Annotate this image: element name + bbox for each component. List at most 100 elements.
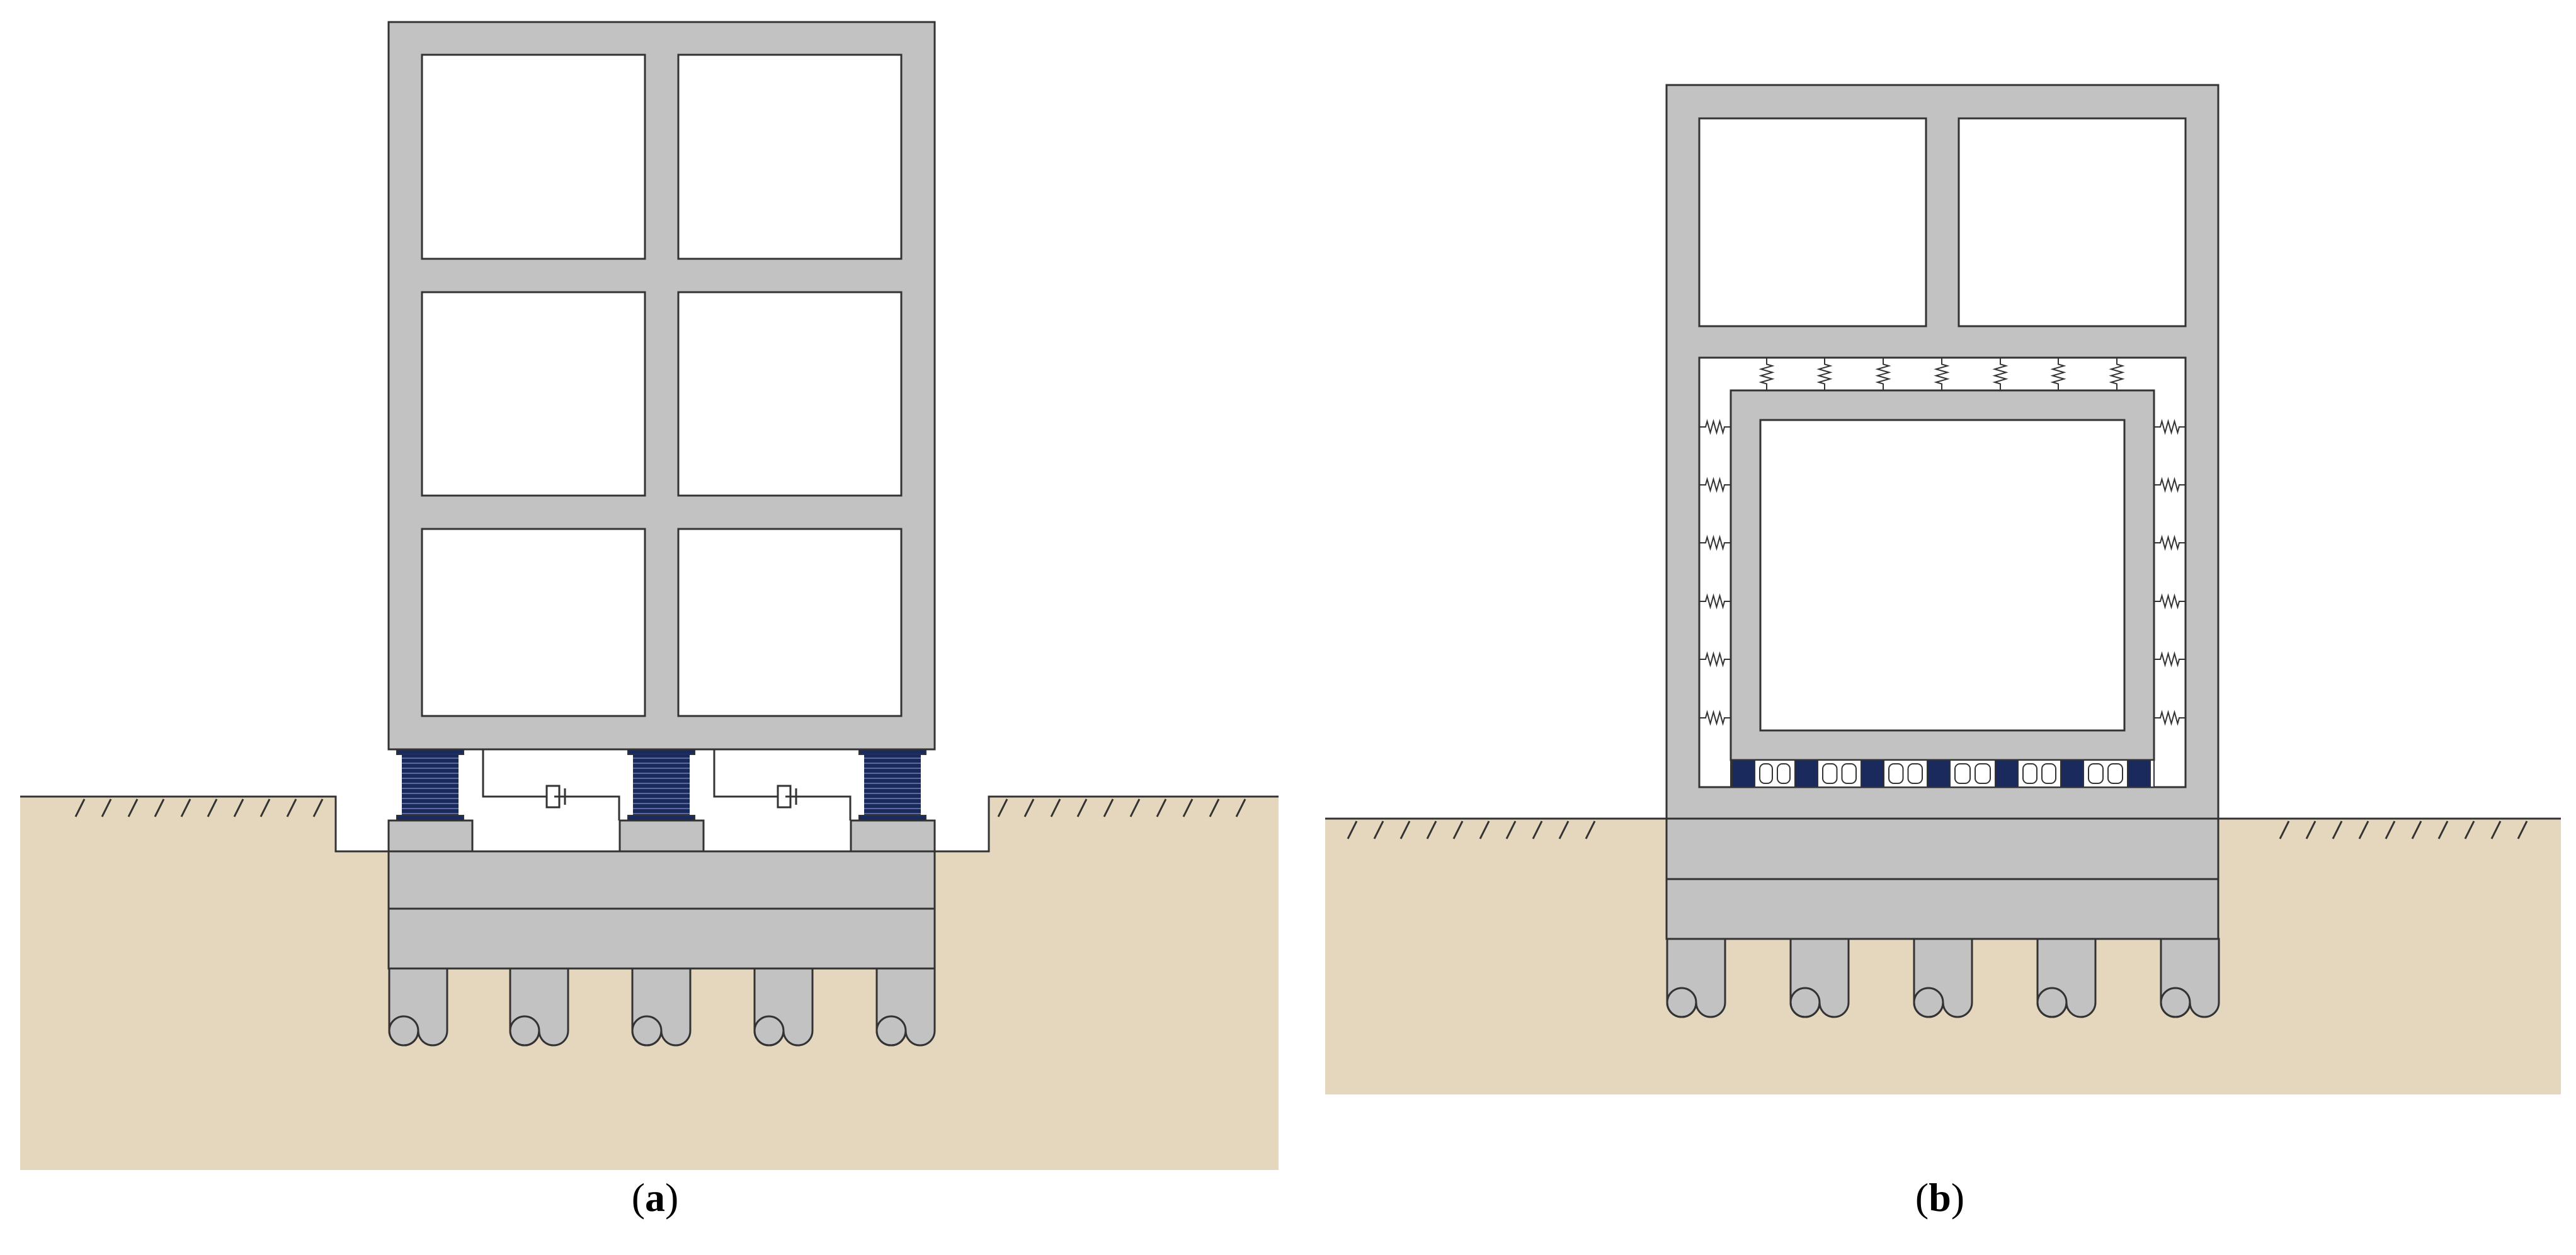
caption-panel-a: (a): [592, 1178, 718, 1218]
isolation-pad: [1794, 759, 1818, 788]
spring: [1816, 358, 1833, 390]
ground-hatch-mark: [233, 798, 244, 817]
pedestal-right-a: [850, 819, 936, 853]
spring: [1699, 419, 1731, 435]
ground-hatch-mark: [2411, 821, 2422, 839]
spring: [2154, 593, 2186, 610]
pile-tip: [509, 1015, 540, 1047]
ground-hatch-mark: [1479, 821, 1490, 839]
ground-hatch-mark: [1129, 798, 1141, 817]
pile-tip: [2160, 987, 2191, 1018]
bearing-bottom-plate: [396, 815, 464, 821]
bearing-rubber-layers: [864, 754, 921, 815]
pad-gap-cell: [2041, 763, 2056, 784]
ground-hatch-mark: [1399, 821, 1411, 839]
caption-a-close: ): [665, 1175, 679, 1220]
ground-hatch-mark: [1076, 798, 1088, 817]
pad-gap-cell: [1975, 763, 1991, 784]
superstructure-frame-a: [387, 21, 936, 751]
ground-hatch-mark: [2279, 821, 2290, 839]
pad-gap-cell: [1822, 763, 1838, 784]
spring: [1875, 358, 1891, 390]
pad-gap-cell: [1907, 763, 1923, 784]
ground-hatch-mark: [1103, 798, 1114, 817]
spring: [1758, 358, 1775, 390]
ground-hatch-mark: [1452, 821, 1464, 839]
spring: [2050, 358, 2066, 390]
ground-hatch-mark: [2464, 821, 2475, 839]
spring: [2154, 535, 2186, 551]
ground-hatch-mark: [1347, 821, 1358, 839]
ground-hatching-a: [74, 798, 1246, 817]
ground-hatch-mark: [1209, 798, 1220, 817]
spring: [1699, 593, 1731, 610]
ground-hatch-mark: [154, 798, 165, 817]
spring: [1992, 358, 2009, 390]
ground-hatch-mark: [1558, 821, 1570, 839]
pile-tip: [753, 1015, 785, 1047]
isolation-pad: [2127, 759, 2151, 788]
ground-hatch-mark: [1235, 798, 1246, 817]
ground-hatch-mark: [180, 798, 191, 817]
caption-a-letter: a: [645, 1175, 665, 1220]
ground-hatch-mark: [1585, 821, 1596, 839]
bearing-rubber-layers: [402, 754, 459, 815]
pile-tip: [2036, 987, 2068, 1018]
caption-b-close: ): [1951, 1175, 1965, 1220]
viscous-damper-left: [482, 749, 620, 821]
spring: [2154, 710, 2186, 726]
panel-b-isolated-inner-structure: [1325, 84, 2561, 1094]
caption-a-open: (: [631, 1175, 645, 1220]
caption-b-letter: b: [1929, 1175, 1951, 1220]
pad-gap-cell: [1954, 763, 1971, 784]
ground-hatch-mark: [1426, 821, 1437, 839]
spring: [2109, 358, 2125, 390]
isolation-bearing-middle: [627, 749, 695, 821]
ground-hatch-mark: [1023, 798, 1035, 817]
ground-hatch-mark: [2517, 821, 2528, 839]
spring: [2154, 477, 2186, 493]
pad-gap-cell: [2088, 763, 2104, 784]
isolation-pad: [1927, 759, 1951, 788]
panel-a-base-isolated-building: [20, 21, 1279, 1170]
caption-panel-b: (b): [1877, 1178, 2003, 1218]
pile-tip: [875, 1015, 907, 1047]
ground-hatch-mark: [101, 798, 112, 817]
pad-gap-cell: [1759, 763, 1773, 784]
ground-hatch-mark: [74, 798, 86, 817]
ground-hatch-mark: [1505, 821, 1517, 839]
pad-gap-cell: [1777, 763, 1791, 784]
spring: [2154, 419, 2186, 435]
ground-hatch-mark: [2358, 821, 2369, 839]
ground-hatch-mark: [1182, 798, 1194, 817]
ground-hatching-b: [1347, 821, 2528, 839]
spring: [1699, 535, 1731, 551]
ground-hatch-mark: [286, 798, 297, 817]
foundation-mat-lower-b: [1665, 878, 2220, 940]
piles-b: [1666, 938, 2220, 1018]
pile-tip: [1666, 987, 1697, 1018]
pad-gap-cell: [2107, 763, 2123, 784]
bearing-bottom-plate: [858, 815, 926, 821]
spring: [1699, 710, 1731, 726]
caption-b-open: (: [1915, 1175, 1929, 1220]
ground-hatch-mark: [2305, 821, 2317, 839]
bearing-rubber-layers: [633, 754, 690, 815]
ground-hatch-mark: [2385, 821, 2396, 839]
spring: [1699, 477, 1731, 493]
isolation-pad: [1731, 759, 1755, 788]
pad-gap-cell: [2022, 763, 2037, 784]
foundation-mat-upper-a: [387, 850, 936, 910]
foundation-mat-lower-a: [387, 907, 936, 970]
ground-hatch-mark: [207, 798, 218, 817]
pile-tip: [1789, 987, 1821, 1018]
pile-tip: [1913, 987, 1944, 1018]
isolation-pad: [2060, 759, 2084, 788]
bearing-bottom-plate: [627, 815, 695, 821]
ground-hatch-mark: [312, 798, 324, 817]
piles-a: [388, 967, 936, 1047]
pile-tip: [388, 1015, 419, 1047]
pad-gap-cell: [1841, 763, 1857, 784]
ground-hatch-mark: [997, 798, 1008, 817]
